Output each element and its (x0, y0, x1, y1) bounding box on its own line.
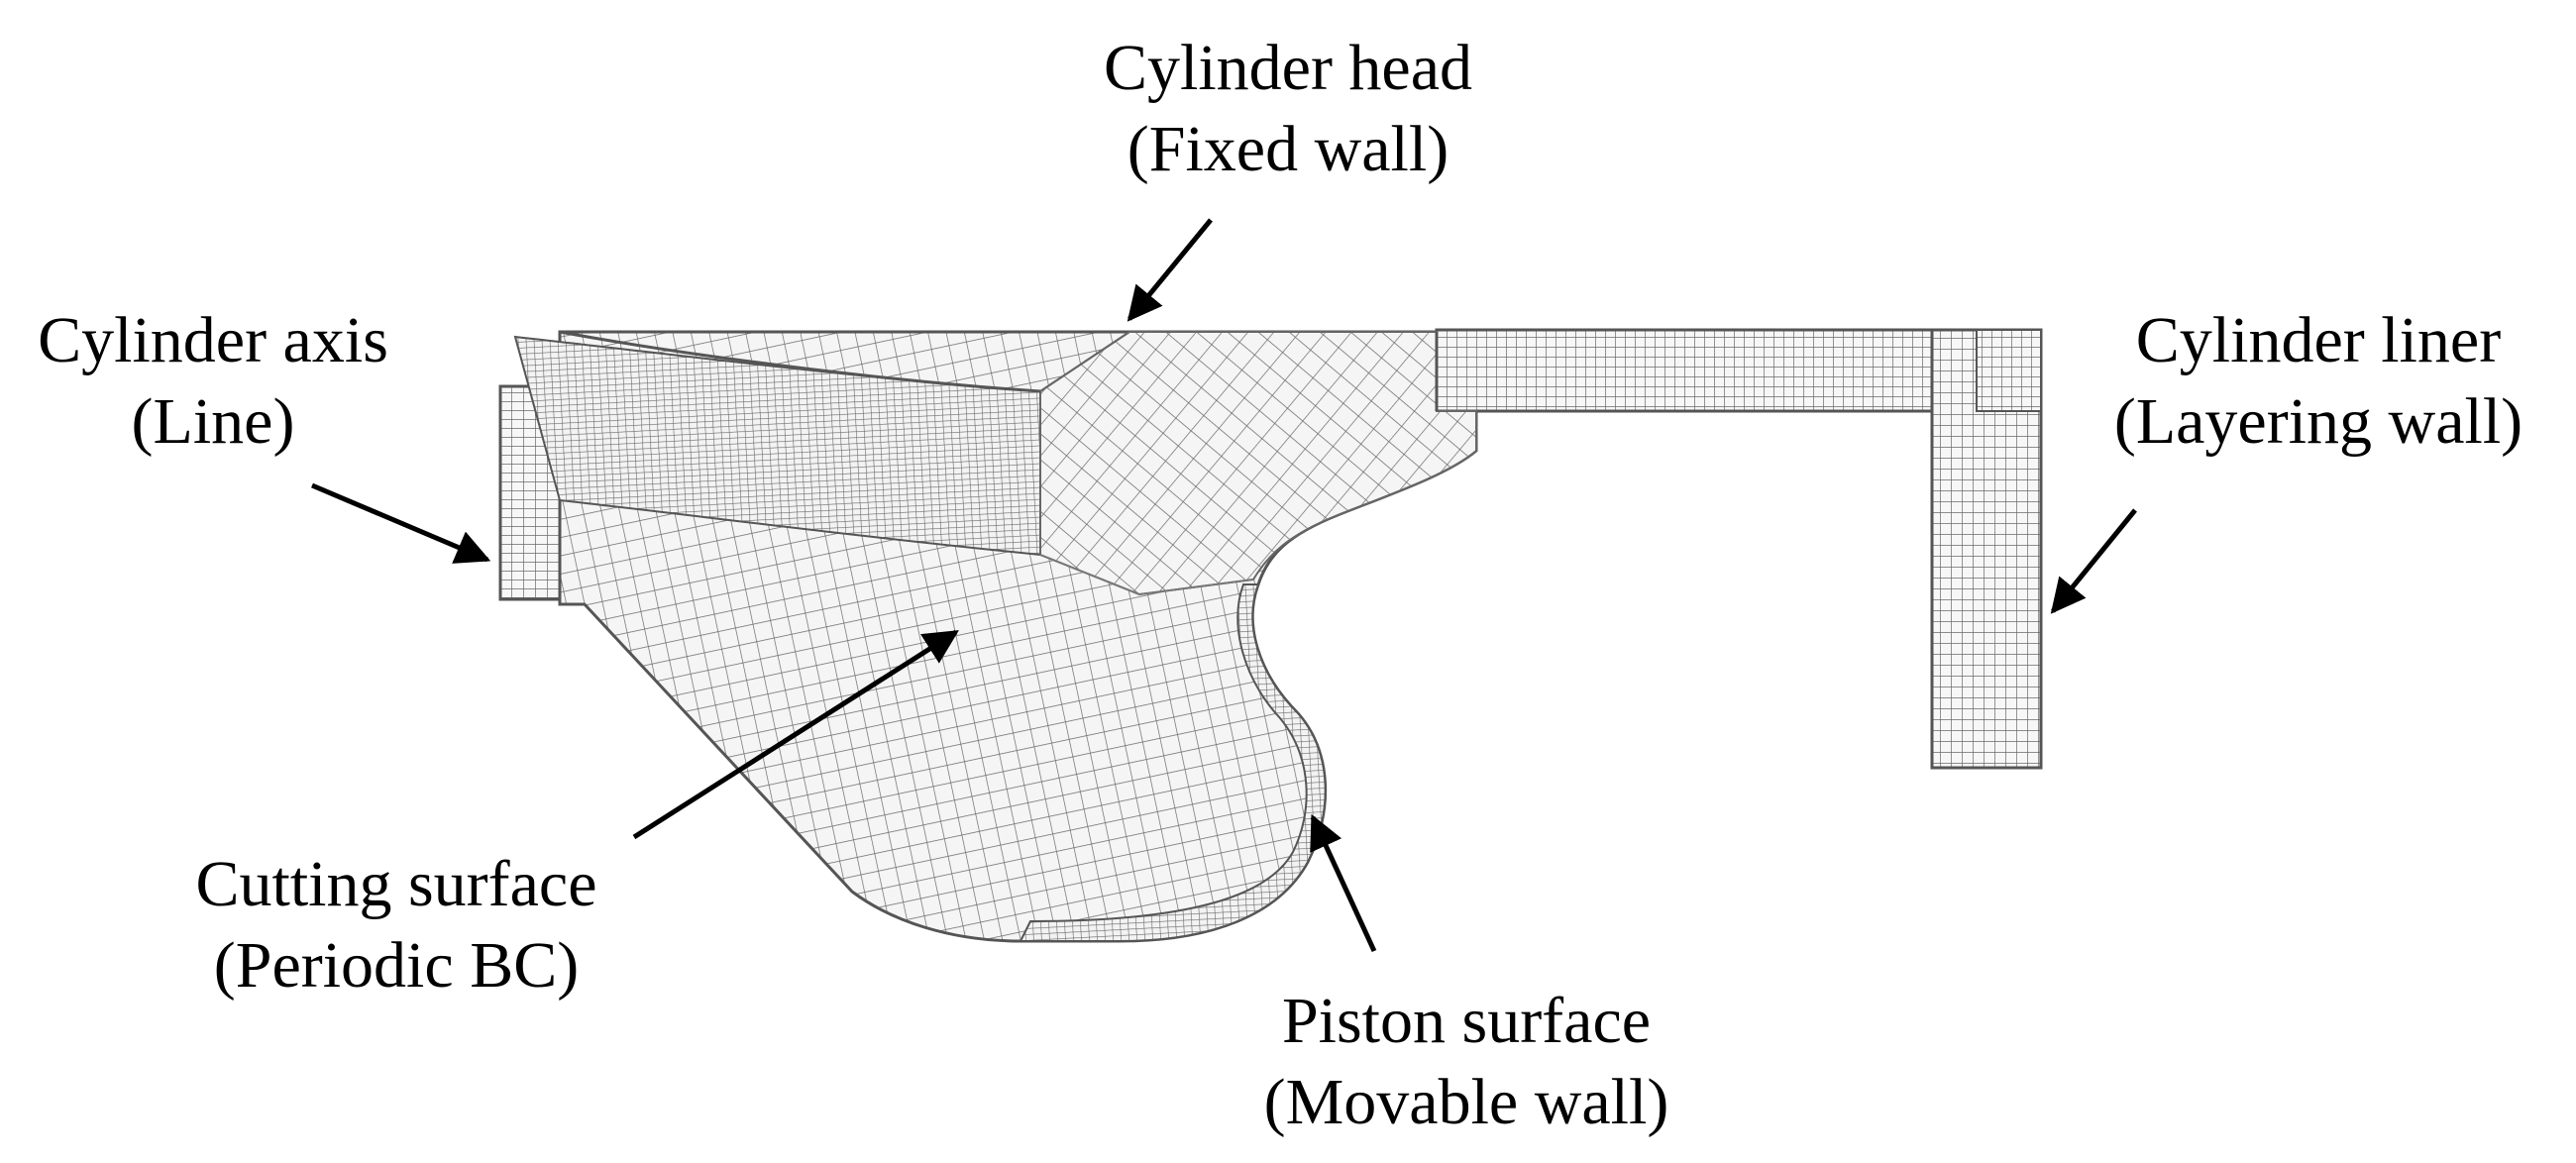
arrow-cylinder-axis (311, 482, 491, 564)
label-piston-surface: Piston surface (Movable wall) (1209, 981, 1724, 1143)
squish-region-mesh (1435, 328, 1979, 413)
cylinder-liner-mesh (1930, 328, 2043, 770)
label-piston-surface-title: Piston surface (1281, 985, 1652, 1057)
label-cylinder-axis: Cylinder axis (Line) (0, 300, 426, 463)
label-cutting-surface: Cutting surface (Periodic BC) (139, 844, 654, 1006)
combustion-chamber-mesh (513, 330, 1478, 943)
label-cylinder-head-type: (Fixed wall) (1127, 113, 1449, 185)
arrow-cylinder-liner (2050, 508, 2137, 614)
label-piston-surface-type: (Movable wall) (1263, 1066, 1669, 1138)
arrow-cylinder-head (1127, 218, 1213, 322)
label-cylinder-liner-type: (Layering wall) (2113, 385, 2523, 458)
arrow-piston-surface (1310, 813, 1377, 953)
label-cylinder-axis-title: Cylinder axis (38, 304, 388, 376)
arrow-cutting-surface (632, 629, 959, 840)
label-cutting-surface-type: (Periodic BC) (213, 929, 580, 1002)
label-cylinder-head-title: Cylinder head (1103, 32, 1473, 104)
label-cylinder-axis-type: (Line) (131, 385, 295, 458)
label-cylinder-head: Cylinder head (Fixed wall) (1020, 28, 1556, 190)
annotation-arrows (311, 218, 2137, 953)
label-cutting-surface-title: Cutting surface (195, 848, 597, 920)
label-cylinder-liner-title: Cylinder liner (2135, 304, 2502, 376)
label-cylinder-liner: Cylinder liner (Layering wall) (2061, 300, 2576, 463)
